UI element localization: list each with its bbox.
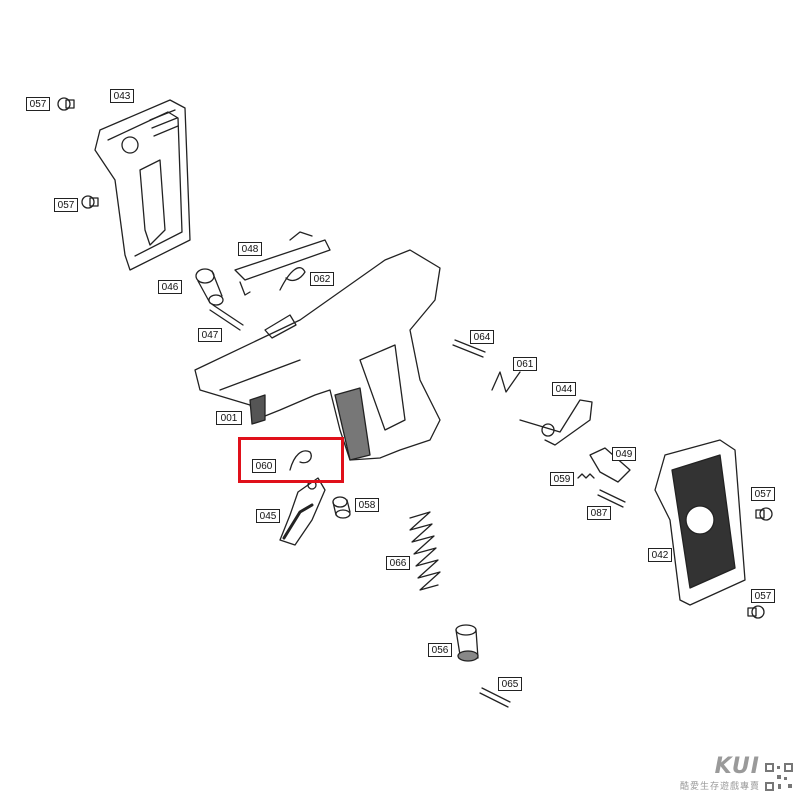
part-label-057: 057	[751, 487, 775, 501]
part-label-047: 047	[198, 328, 222, 342]
grip-screw-057-right-bottom	[747, 605, 765, 619]
cap-056	[455, 624, 479, 662]
trigger-045	[279, 477, 326, 546]
grip-screw-057-mid	[81, 195, 99, 209]
part-label-066: 066	[386, 556, 410, 570]
spring-062	[279, 267, 306, 291]
slide-stop-044	[519, 399, 593, 446]
part-label-046: 046	[158, 280, 182, 294]
part-label-057: 057	[54, 198, 78, 212]
part-label-042: 042	[648, 548, 672, 562]
watermark: KUI 酷愛生存遊戲專賣	[680, 754, 760, 792]
part-label-045: 045	[256, 509, 280, 523]
part-label-057: 057	[751, 589, 775, 603]
grip-screw-057-right-top	[755, 507, 773, 521]
part-label-056: 056	[428, 643, 452, 657]
safety-049	[589, 447, 631, 483]
brand-tagline: 酷愛生存遊戲專賣	[679, 781, 760, 791]
pin-065	[479, 687, 511, 708]
pin-064	[452, 339, 486, 358]
highlight-box-060	[238, 437, 344, 483]
part-label-044: 044	[552, 382, 576, 396]
part-label-061: 061	[513, 357, 537, 371]
left-grip-panel-043	[94, 99, 191, 271]
part-label-058: 058	[355, 498, 379, 512]
grip-screw-057-top	[57, 97, 75, 111]
part-label-049: 049	[612, 447, 636, 461]
bushing-058	[332, 496, 351, 519]
part-label-043: 043	[110, 89, 134, 103]
frame-001	[194, 249, 441, 461]
pin-047	[209, 304, 244, 331]
brand-logo: KUI	[714, 754, 760, 779]
part-label-065: 065	[498, 677, 522, 691]
part-label-087: 087	[587, 506, 611, 520]
ejector-rail-048	[234, 231, 331, 296]
spring-060	[289, 450, 312, 471]
part-label-059: 059	[550, 472, 574, 486]
part-label-001: 001	[216, 411, 242, 425]
right-grip-panel-042	[654, 439, 746, 606]
qr-code-icon	[764, 762, 794, 792]
takedown-pin-046	[195, 268, 224, 306]
spring-059	[577, 473, 595, 479]
part-label-064: 064	[470, 330, 494, 344]
part-label-060: 060	[252, 459, 276, 473]
part-label-048: 048	[238, 242, 262, 256]
spring-061	[491, 371, 521, 393]
spring-066	[409, 511, 441, 591]
pin-087	[597, 489, 626, 508]
part-label-062: 062	[310, 272, 334, 286]
part-label-057: 057	[26, 97, 50, 111]
